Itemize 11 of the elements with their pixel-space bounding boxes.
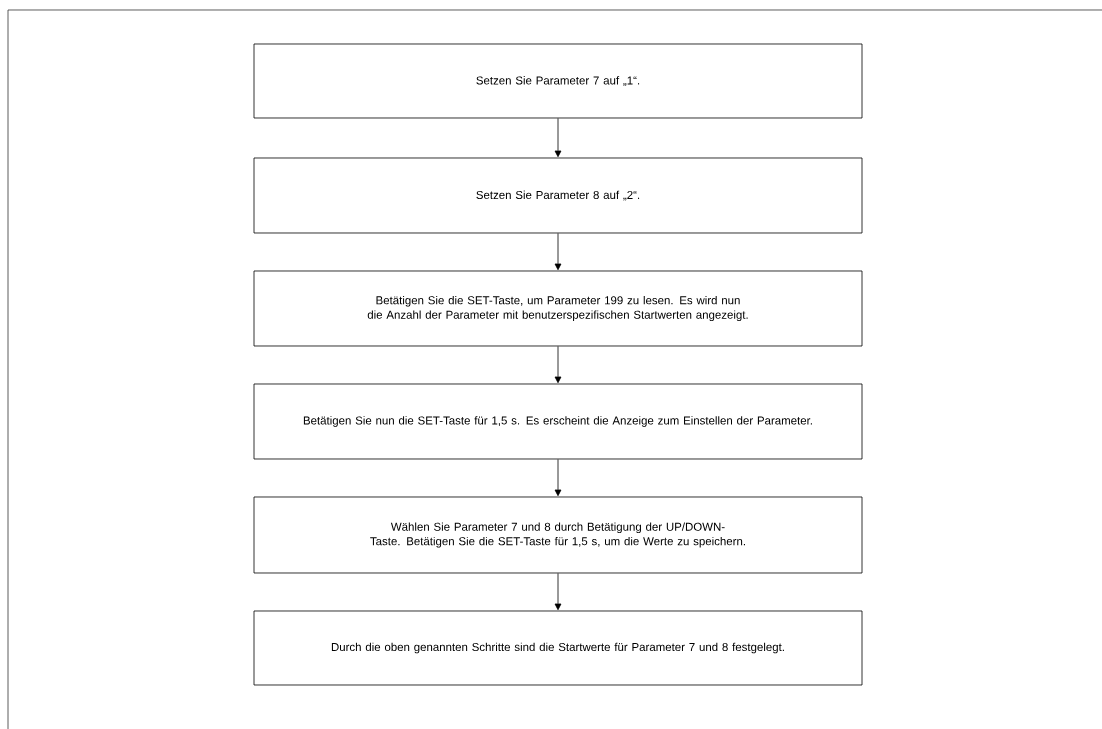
- arrow: [554, 459, 562, 497]
- process-box: Setzen Sie Parameter 8 auf „2“.: [253, 157, 863, 234]
- process-box: Betätigen Sie nun die SET-Taste für 1,5 s. Es erscheint die Anzeige zum Einstellen der Parameter.: [253, 383, 863, 460]
- arrow: [554, 346, 562, 384]
- arrow: [554, 118, 562, 158]
- arrow: [554, 233, 562, 271]
- process-box: Betätigen Sie die SET-Taste, um Parameter 199 zu lesen. Es wird nun die Anzahl der Parameter mit benutzerspezifischen Startwerten angezeigt.: [253, 270, 863, 347]
- process-box: Setzen Sie Parameter 7 auf „1“.: [253, 43, 863, 119]
- process-box: Wählen Sie Parameter 7 und 8 durch Betätigung der UP/DOWN-Taste. Betätigen Sie die SET-Taste für 1,5 s, um die Werte zu speichern.: [253, 496, 863, 574]
- process-box: Durch die oben genannten Schritte sind die Startwerte für Parameter 7 und 8 festgelegt.: [253, 610, 863, 686]
- arrow: [554, 573, 562, 611]
